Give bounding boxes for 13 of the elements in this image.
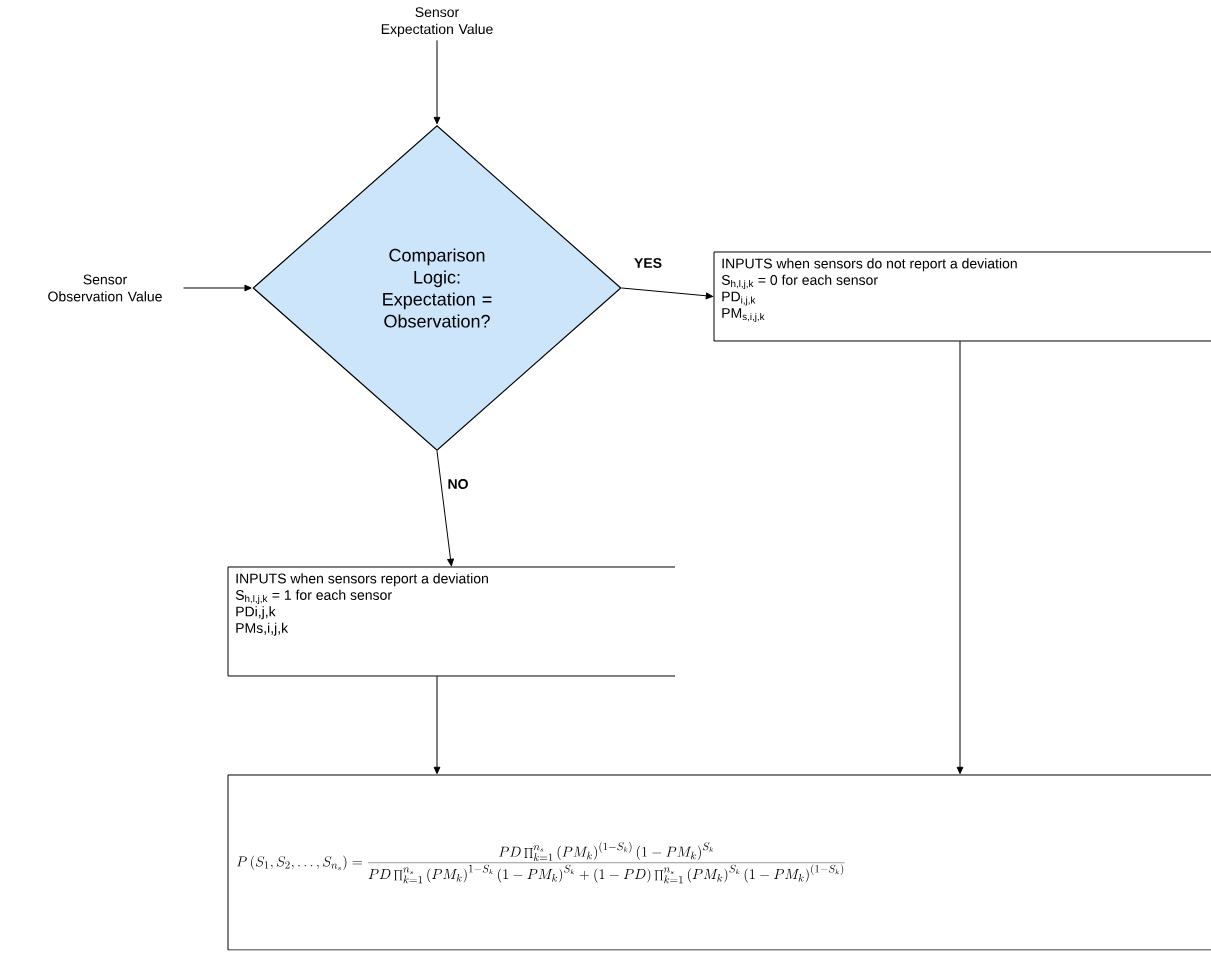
input-box: INPUTS when sensors do not report a deviation S$_{h,l,j,k}$ = 0 for each sensor PD$_{i,j,k}$ PM$_{s,i,j,k}$ [713, 251, 1211, 342]
input-box: INPUTS when sensors report a deviation S$_{h,l,j,k}$ = 1 for each sensor PDi,j,k PMs,i,j,k [227, 566, 676, 677]
arrow [621, 287, 714, 300]
arrow [183, 284, 252, 292]
label-text: Sensor Observation Value [48, 274, 162, 302]
edge-label: YES [633, 257, 663, 269]
label-text: Sensor Expectation Value [381, 7, 493, 37]
arrow [436, 450, 454, 567]
arrow [433, 675, 441, 775]
edge-label: NO [446, 478, 470, 490]
arrow [956, 340, 964, 775]
formula-box: $P\left(S_1,S_2,\ldots,S_{n_s}\right)=\frac{PD\prod_{k=1}^{n_s}\left(PM_k\right)^{(1-S_k)}\left(1-PM_k\right)^{S_k}}{PD\prod_{k=1}^{n_s}\left(PM_k\right)^{1-S_k}\left(1-PM_k\right)^{S_k}+\left(1-PD\right)\prod_{k=1}^{n_s}\left(PM_k\right)^{S_k}\left(1-PM_k\right)^{(1-S_k)}}$ [227, 774, 1211, 951]
arrow [433, 39, 441, 125]
